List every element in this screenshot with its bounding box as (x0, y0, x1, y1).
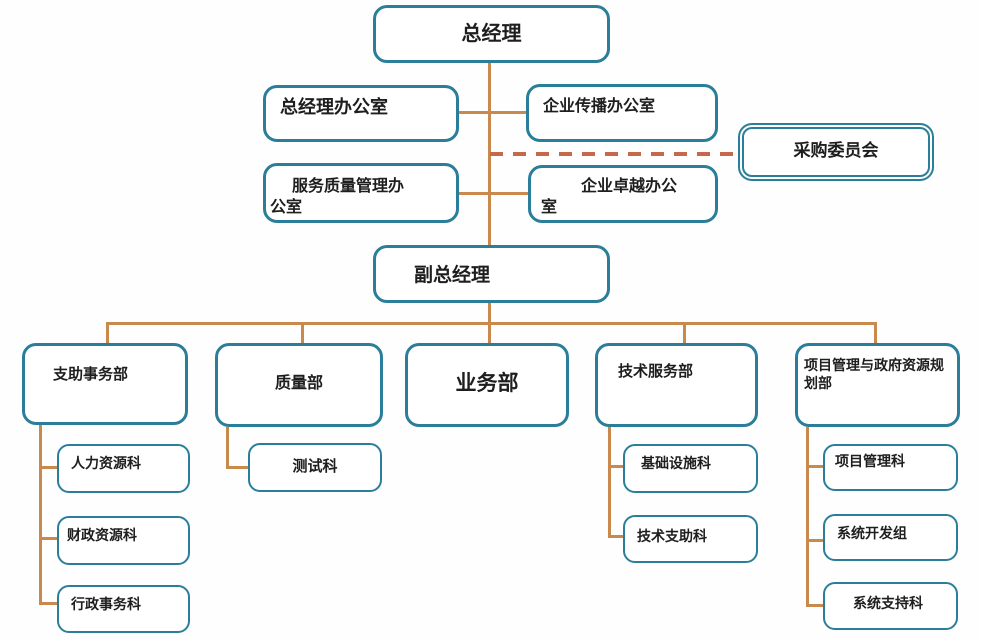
node-corporate-excellence-office: 企业卓越办公 室 (528, 165, 718, 223)
connector-pm-elbow-syssupport (806, 604, 823, 607)
node-technical-support-section: 技术支助科 (623, 515, 758, 563)
node-systems-development-group-label: 系统开发组 (837, 526, 907, 542)
node-systems-support-section: 系统支持科 (823, 582, 958, 630)
node-procurement-committee-label: 采购委员会 (793, 141, 879, 161)
node-infrastructure-section: 基础设施科 (623, 444, 758, 493)
connector-support-children-vline (39, 425, 42, 605)
connector-dashed-procurement (490, 152, 738, 156)
node-financial-resources-section: 财政资源科 (57, 516, 190, 565)
connector-drop-pm (874, 322, 877, 344)
node-gm-office-label: 总经理办公室 (280, 97, 388, 118)
node-corporate-excellence-office-label: 企业卓越办公 室 (541, 176, 678, 216)
node-administrative-affairs-section-label: 行政事务科 (71, 597, 141, 613)
node-service-quality-management-office-label: 服务质量管理办 公室 (270, 176, 405, 216)
connector-pm-children-vline (806, 427, 809, 607)
node-human-resources-section-label: 人力资源科 (71, 456, 141, 472)
connector-row3-horizontal (459, 192, 529, 195)
connector-pm-elbow-sysdev (806, 539, 823, 542)
node-project-mgmt-gov-resource-planning-dept-label: 项目管理与政府资源规 划部 (804, 358, 944, 393)
node-support-services-dept-label: 支助事务部 (53, 365, 129, 383)
node-human-resources-section: 人力资源科 (57, 444, 190, 493)
connector-quality-children-vline (226, 427, 229, 469)
node-technical-support-section-label: 技术支助科 (637, 529, 707, 545)
connector-tech-elbow-infra (608, 465, 623, 468)
connector-drop-tech (683, 322, 686, 344)
node-infrastructure-section-label: 基础设施科 (641, 456, 711, 472)
node-deputy-general-manager: 副总经理 (373, 245, 610, 303)
connector-quality-elbow-testing (226, 466, 248, 469)
connector-drop-support (106, 322, 109, 344)
connector-support-elbow-admin (39, 602, 57, 605)
node-corporate-communications-office-label: 企业传播办公室 (543, 96, 656, 115)
node-support-services-dept: 支助事务部 (22, 343, 188, 425)
node-gm-office: 总经理办公室 (263, 85, 459, 142)
node-quality-dept: 质量部 (215, 343, 383, 427)
node-testing-section: 测试科 (248, 443, 382, 492)
node-business-dept: 业务部 (405, 343, 569, 427)
node-project-management-section-label: 项目管理科 (835, 454, 905, 470)
node-quality-dept-label: 质量部 (274, 373, 323, 392)
connector-row2-horizontal (459, 111, 527, 114)
node-procurement-committee: 采购委员会 (738, 123, 934, 181)
node-financial-resources-section-label: 财政资源科 (67, 528, 137, 544)
connector-gm-to-deputy-trunk (488, 63, 491, 246)
node-technical-services-dept-label: 技术服务部 (618, 362, 694, 380)
node-corporate-communications-office: 企业传播办公室 (526, 84, 718, 142)
node-systems-support-section-label: 系统支持科 (853, 596, 923, 612)
node-technical-services-dept: 技术服务部 (595, 343, 758, 427)
connector-support-elbow-hr (39, 466, 57, 469)
connector-drop-business (488, 322, 491, 344)
connector-drop-quality (301, 322, 304, 344)
node-project-management-section: 项目管理科 (823, 444, 958, 491)
node-general-manager: 总经理 (373, 5, 610, 63)
connector-pm-elbow-pmsection (806, 465, 823, 468)
node-administrative-affairs-section: 行政事务科 (57, 585, 190, 633)
node-systems-development-group: 系统开发组 (823, 514, 958, 561)
node-project-mgmt-gov-resource-planning-dept: 项目管理与政府资源规 划部 (795, 343, 960, 427)
node-service-quality-management-office: 服务质量管理办 公室 (263, 163, 459, 223)
node-testing-section-label: 测试科 (292, 457, 338, 475)
node-business-dept-label: 业务部 (455, 371, 519, 395)
connector-support-elbow-finance (39, 537, 57, 540)
node-general-manager-label: 总经理 (461, 21, 522, 45)
node-deputy-general-manager-label: 副总经理 (414, 264, 491, 286)
connector-tech-children-vline (608, 427, 611, 538)
connector-department-bar (106, 322, 877, 325)
connector-tech-elbow-techsupport (608, 535, 623, 538)
connector-deputy-stub (488, 303, 491, 325)
